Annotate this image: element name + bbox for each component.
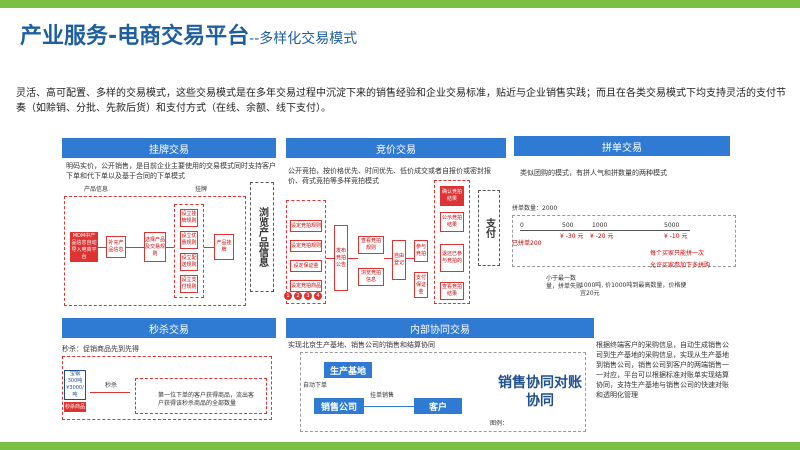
- bidding-box-4: 设定竞拍商品: [290, 280, 322, 292]
- step-3-marker: 3: [304, 292, 312, 300]
- listing-box-3: 设立挂牌规则: [180, 209, 198, 227]
- internal-legend: 图例：: [490, 420, 509, 427]
- bidding-box-12: 公示竞拍结果: [440, 212, 464, 232]
- group-note-2: 1000吨, 价1000吨到最高数量，价格便宜20元: [580, 282, 687, 297]
- internal-frame: [300, 352, 586, 432]
- bidding-box-8: 自由登记: [392, 240, 406, 280]
- slide-title: 产业服务-电商交易平台--多样化交易模式: [20, 18, 357, 50]
- internal-base-box: 生产基地: [324, 362, 372, 378]
- group-axis-title: 拼单数量：2000: [512, 205, 558, 212]
- bidding-box-3: 设定保证金: [290, 260, 322, 272]
- listing-label: 挂牌: [195, 186, 208, 193]
- listing-box-5: 设立配送规则: [180, 253, 198, 271]
- bidding-box-9: 参与竞拍: [414, 240, 428, 262]
- group-scale-1: 500: [562, 222, 574, 229]
- title-sub: --多样化交易模式: [249, 31, 358, 47]
- flash-note: 第一位下单的客户获得商品，流出客户获得该秒杀商品的全部数量: [158, 392, 255, 407]
- listing-source-label: 产品信息: [84, 186, 109, 193]
- listing-desc: 明码实价，公开销售，是目前企业主要使用的交易模式同时支持客户下单和代下单以及基于…: [66, 162, 276, 180]
- step-4-marker: 4: [314, 292, 322, 300]
- bottom-accent-bar: [0, 442, 800, 450]
- group-legend-2: 允许买家参加下多拼购: [650, 262, 711, 269]
- group-price-1: ¥ -30 元: [560, 233, 584, 240]
- group-desc: 类似团购的模式，有拼人气和拼数量的两种模式: [520, 169, 667, 177]
- flash-desc: 秒杀：促销商品先到先得: [62, 345, 139, 353]
- flash-tag: 秒杀商品: [64, 402, 86, 412]
- group-current: 已拼单200: [512, 240, 542, 247]
- listing-box-2: 选择产品及交易规则: [144, 232, 166, 262]
- listing-side-label: 浏览产品信息: [250, 182, 274, 292]
- group-scale-0: 0: [520, 222, 524, 229]
- listing-box-6: 设立支付规则: [180, 275, 198, 293]
- listing-box-7: 产品挂牌: [214, 234, 234, 260]
- listing-box-1: 补充产品信息: [106, 236, 126, 258]
- internal-customer-box: 客户: [414, 398, 462, 414]
- internal-header: 内部协同交易: [286, 318, 594, 338]
- group-frame: [512, 215, 736, 267]
- group-price-2: ¥ -20 元: [590, 233, 614, 240]
- internal-big-text: 销售协同对账协同: [498, 375, 582, 409]
- group-scale-3: 5000: [664, 222, 680, 229]
- group-axis: [520, 230, 690, 231]
- title-main: 产业服务-电商交易平台: [20, 24, 250, 49]
- internal-desc: 实现北京生产基地、销售公司的销售和结算协同: [288, 341, 435, 349]
- top-accent-bar: [0, 0, 800, 8]
- group-header: 拼单交易: [514, 136, 730, 156]
- bidding-side-label: 支付: [478, 190, 500, 266]
- internal-side-text: 根据终端客户的采购信息，自动生成销售公司到生产基地的采购信息，实现从生产基地到销…: [596, 341, 729, 399]
- bidding-box-7: 浏览竞拍信息: [358, 268, 384, 286]
- bidding-box-10: 支付保证金: [414, 272, 428, 298]
- bidding-box-14: 查看竞拍结果: [440, 282, 464, 300]
- bidding-box-11: 确认竞拍结果: [440, 186, 464, 206]
- flash-product: 宝钢 300吨 ¥3000/吨: [64, 370, 86, 400]
- group-price-3: ¥ -10 元: [664, 233, 688, 240]
- listing-box-4: 设立优惠规则: [180, 231, 198, 249]
- bidding-box-6: 查看竞拍规则: [358, 236, 384, 254]
- listing-rules-frame: [174, 204, 204, 298]
- intro-paragraph: 灵活、高可配置、多样的交易模式，这些交易模式是在多年交易过程中沉淀下来的销售经验…: [16, 88, 786, 114]
- bidding-box-2: 设定竞拍规则: [290, 240, 322, 252]
- bidding-box-1: 设定竞拍规则: [290, 220, 322, 232]
- step-2-marker: 2: [294, 292, 302, 300]
- bidding-result-frame: [434, 180, 470, 304]
- group-note-1: 小于最一数量，拼单失败: [546, 275, 583, 290]
- internal-auto-label: 自动下单: [303, 382, 328, 389]
- bidding-box-5: 发布竞拍公告: [334, 225, 348, 291]
- group-legend-1: 每个买家只能拼一次: [650, 250, 705, 257]
- internal-sales-box: 销售公司: [314, 398, 364, 414]
- bidding-setup-frame: [286, 200, 326, 304]
- flash-note-frame: [135, 378, 267, 414]
- flash-frame: [62, 356, 272, 420]
- internal-order-label: 挂单销售: [370, 392, 395, 399]
- listing-frame: [64, 196, 246, 306]
- step-1-marker: 1: [284, 292, 292, 300]
- bidding-box-13: 退还已参与竞拍的: [440, 244, 464, 272]
- group-scale-2: 1000: [592, 222, 608, 229]
- flash-mid: 秒杀: [105, 382, 118, 389]
- listing-mdm-box: MDM中产品信息自动导入电商平台: [70, 232, 98, 262]
- bidding-desc: 公开竞拍，按价格优先、时间优先、低价成交或者自报价或密封报价、荷式竞拍等多样竞拍…: [288, 167, 491, 185]
- flash-header: 秒杀交易: [62, 318, 276, 338]
- bidding-header: 竞价交易: [286, 138, 506, 158]
- listing-header: 挂牌交易: [62, 138, 276, 158]
